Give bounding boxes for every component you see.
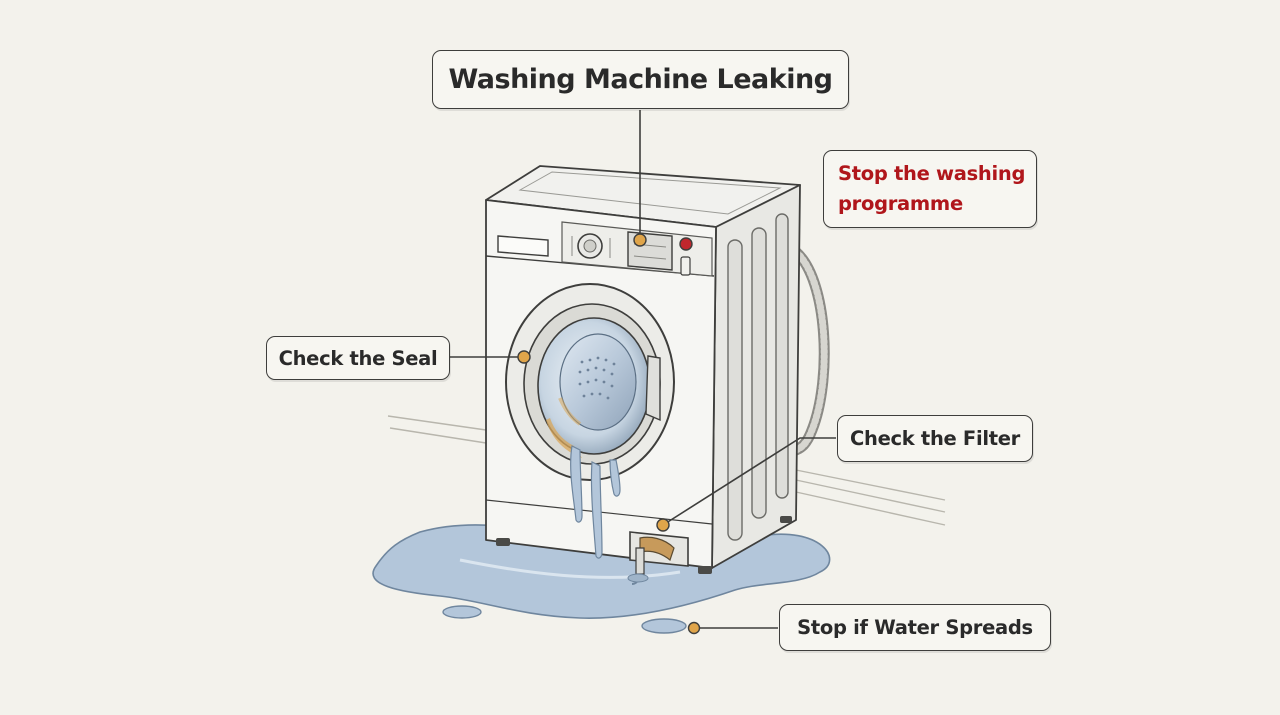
callout-check-filter: Check the Filter — [837, 415, 1033, 462]
floor-lines — [387, 415, 946, 526]
marker-dots — [517, 233, 701, 635]
callout-check-seal: Check the Seal — [266, 336, 450, 380]
callout-stop-programme: Stop the washing programme — [823, 150, 1037, 228]
page-title: Washing Machine Leaking — [432, 50, 849, 109]
filter-hatch — [627, 531, 689, 585]
water-drips — [570, 445, 621, 559]
door-seal — [505, 283, 675, 481]
callout-stop-spread: Stop if Water Spreads — [779, 604, 1051, 651]
